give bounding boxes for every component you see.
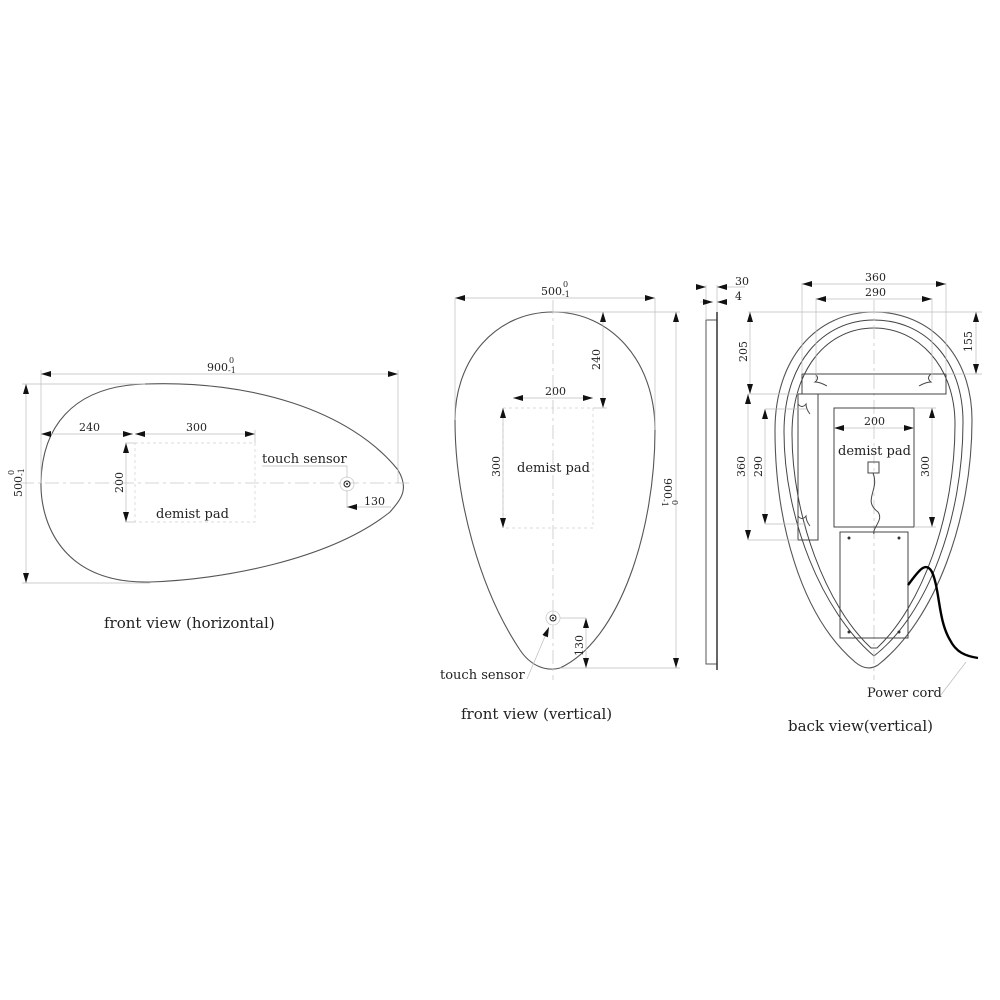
demist-pad [833,407,915,528]
frame-profile [705,319,718,665]
width-tol-upper: 0 [563,280,568,289]
power-cord-label: Power cord [867,686,942,701]
led-strip-line [791,327,956,649]
leader-line [526,626,550,680]
bracket-hook [797,402,811,527]
sensor-offset-dimension: 130 [573,635,586,656]
touch-sensor-label: touch sensor [440,668,525,683]
demist-pad-area [134,442,256,523]
height-dimension: 900 [661,478,674,499]
width-dimension: 900 [207,361,228,374]
front-view-vertical: 500 0 -1 900 0 -1 240 200 300 demist pad… [440,280,680,723]
side-hanging-bracket [797,393,819,541]
height-tol-lower: -1 [660,499,669,507]
top-offset-left-dimension: 205 [737,341,750,362]
screw-icon [897,630,901,634]
screw-icon [847,630,851,634]
pad-width-dimension: 200 [545,385,566,398]
mirror-outline-vertical [454,311,656,670]
caption-front-horizontal: front view (horizontal) [104,614,275,632]
mirror-outline-horizontal [40,383,404,583]
leader-line [939,661,967,697]
height-dimension: 500 [12,476,25,497]
mirror-outline-back [774,311,973,669]
side-bracket-outer-dimension: 360 [735,456,748,477]
offset-left-dimension: 240 [79,421,100,434]
demist-pad-label: demist pad [838,444,911,459]
side-bracket-inner-dimension: 290 [752,456,765,477]
width-dimension: 500 [541,285,562,298]
bracket-hook [813,373,933,387]
pad-height-dimension: 200 [113,472,126,493]
top-hanging-bracket [801,373,947,395]
height-tol-upper: 0 [670,500,679,505]
touch-sensor-dot [552,617,554,619]
top-offset-right-dimension: 155 [962,331,975,352]
demist-pad-label: demist pad [156,507,229,522]
front-view-horizontal: 900 0 -1 500 0 -1 240 300 200 demist pad… [7,356,410,632]
touch-sensor-ring [343,480,351,488]
caption-back-vertical: back view(vertical) [788,717,933,735]
depth-dimension: 30 [735,275,749,288]
bracket-outer-dimension: 360 [865,271,886,284]
pad-height-dimension: 300 [490,456,503,477]
demist-pad-label: demist pad [517,461,590,476]
offset-top-dimension: 240 [590,349,603,370]
side-view: 30 4 [696,275,749,670]
width-tol-upper: 0 [229,356,234,365]
bracket-inner-dimension: 290 [865,286,886,299]
back-view-vertical: 360 290 205 155 360 290 200 demist pad 3… [735,271,982,735]
leader-line [262,465,348,478]
touch-sensor-label: touch sensor [262,452,347,467]
screw-icon [897,536,901,540]
height-tol-upper: 0 [7,470,16,475]
touch-sensor-dot [346,483,348,485]
width-tol-lower: -1 [562,290,570,299]
power-cord [907,565,979,660]
screw-icon [847,536,851,540]
glass-thickness-dimension: 4 [735,290,742,303]
touch-sensor-ring [549,614,557,622]
height-tol-lower: -1 [17,468,26,476]
pad-width-dimension: 300 [186,421,207,434]
pad-width-dimension: 200 [864,415,885,428]
pad-height-dimension: 300 [919,456,932,477]
width-tol-lower: -1 [228,366,236,375]
pad-wire [870,472,881,535]
sensor-offset-dimension: 130 [364,495,385,508]
caption-front-vertical: front view (vertical) [461,705,612,723]
pad-connector [867,461,880,474]
